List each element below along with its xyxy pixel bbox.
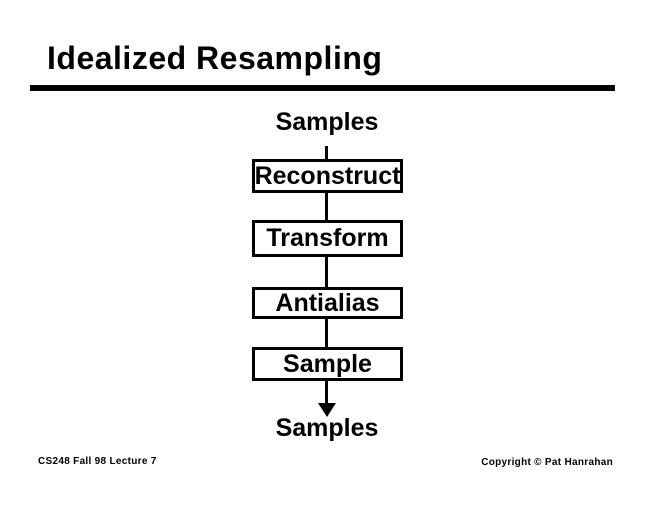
flow-step-label: Transform	[266, 224, 389, 252]
connector-line-2	[325, 192, 328, 220]
slide-title: Idealized Resampling	[47, 40, 383, 76]
footer-course-info: CS248 Fall 98 Lecture 7	[38, 456, 157, 467]
flow-step-antialias: Antialias	[252, 287, 403, 319]
flow-step-sample: Sample	[252, 347, 403, 381]
title-underline	[30, 85, 615, 91]
flow-output-label: Samples	[275, 414, 379, 442]
flow-input-label: Samples	[275, 108, 379, 136]
arrow-shaft-line	[325, 380, 328, 405]
connector-line-3	[325, 255, 328, 287]
flow-step-label: Antialias	[275, 288, 380, 317]
flow-step-transform: Transform	[252, 220, 403, 257]
flow-step-reconstruct: Reconstruct	[252, 159, 403, 193]
flow-step-label: Reconstruct	[254, 161, 401, 190]
flow-step-label: Sample	[283, 349, 372, 378]
footer-copyright: Copyright © Pat Hanrahan	[481, 457, 613, 468]
arrow-down-icon	[318, 403, 336, 417]
connector-line-4	[325, 318, 328, 347]
connector-line-1	[325, 146, 328, 160]
